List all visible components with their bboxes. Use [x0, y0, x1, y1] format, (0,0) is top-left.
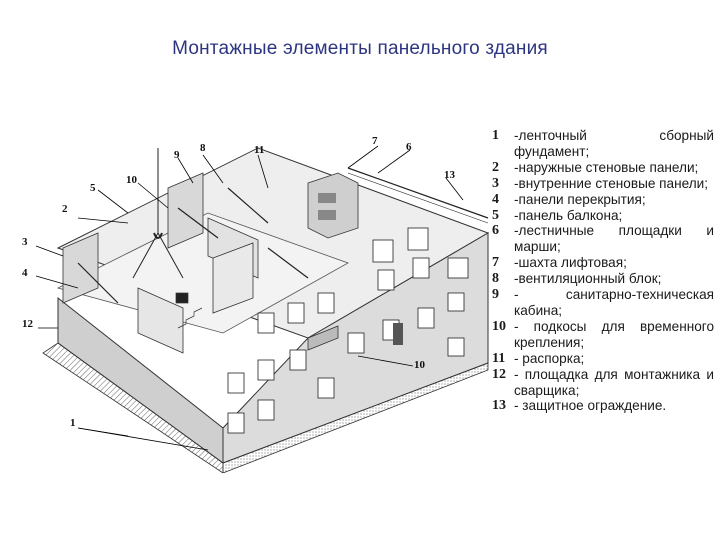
- legend-item: 6-лестничные площадки и марши;: [492, 223, 714, 255]
- window-grid-right: [227, 257, 465, 434]
- diagram-label-3: 3: [22, 236, 28, 248]
- guard-rail: [347, 167, 489, 219]
- diagram-label-12: 12: [22, 318, 34, 330]
- legend-item: 13- защитное ограждение.: [492, 398, 667, 414]
- diagram-label-10-bottom: 10: [414, 359, 426, 371]
- page-title: Монтажные элементы панельного здания: [172, 38, 548, 59]
- crane-rigging: [132, 148, 184, 279]
- interior-panel: [167, 172, 204, 249]
- legend-item: 3-внутренние стеновые панели;: [492, 175, 709, 191]
- diagram-label-8: 8: [200, 142, 206, 154]
- legend-item: 10- подкосы для временного крепления;: [492, 318, 714, 350]
- legend-item: 11- распорка;: [492, 350, 585, 366]
- window-grid-upper: [372, 227, 469, 279]
- elevator-shaft: [307, 172, 359, 239]
- legend: 1-ленточный сборный фундамент; 2-наружны…: [492, 128, 714, 414]
- diagram-label-9: 9: [174, 149, 180, 161]
- entrance-door: [393, 323, 403, 345]
- stair-flight: [175, 292, 203, 329]
- temporary-braces: [77, 187, 309, 304]
- diagram-label-13: 13: [444, 169, 456, 181]
- legend-item: 1-ленточный сборный фундамент;: [492, 128, 714, 159]
- legend-item: 12- площадка для монтажника и сварщика;: [492, 366, 714, 398]
- diagram-label-6: 6: [406, 141, 412, 153]
- legend-item: 9- санитарно-техническая кабина;: [492, 287, 714, 318]
- diagram-label-10-top: 10: [126, 174, 138, 186]
- building-diagram: 2 3 4 12 5 10 9 8 11 7 6 13 10 1: [22, 135, 490, 473]
- diagram-label-1: 1: [70, 417, 76, 429]
- legend-item: 8-вентиляционный блок;: [492, 271, 662, 287]
- legend-item: 2-наружные стеновые панели;: [492, 159, 699, 175]
- diagram-label-7: 7: [372, 135, 378, 147]
- legend-item: 4-панели перекрытия;: [492, 191, 646, 207]
- sanitary-cabin: [212, 242, 254, 314]
- balcony-panel: [307, 325, 339, 351]
- legend-item: 7-шахта лифтовая;: [492, 255, 627, 271]
- diagram-label-11: 11: [254, 144, 264, 156]
- legend-item: 5-панель балкона;: [492, 207, 623, 223]
- diagram-label-4: 4: [22, 267, 28, 279]
- diagram-label-5: 5: [90, 182, 96, 194]
- diagram-label-2: 2: [62, 203, 68, 215]
